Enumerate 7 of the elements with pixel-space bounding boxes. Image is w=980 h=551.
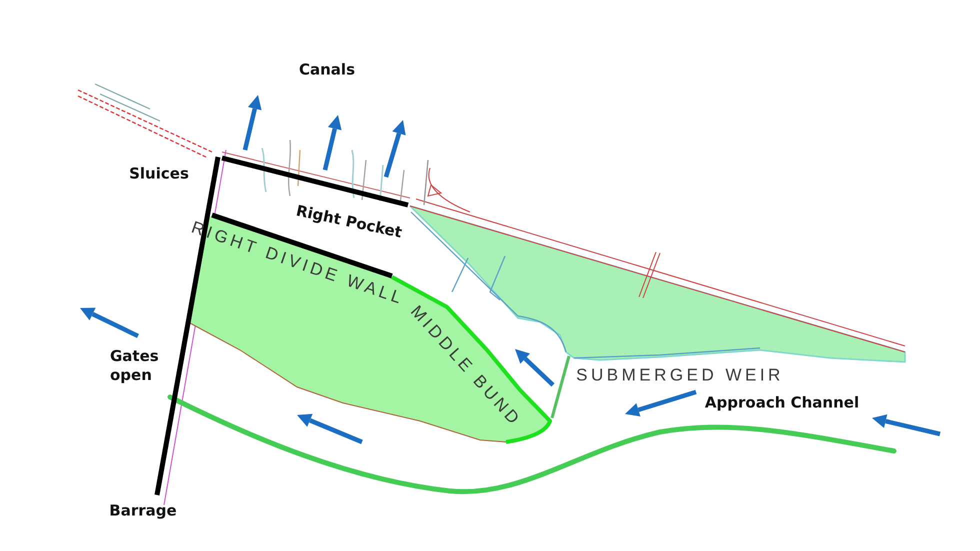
area-label: Right Pocket bbox=[294, 202, 404, 242]
area-label: Approach Channel bbox=[704, 394, 860, 412]
area-label: Canals bbox=[299, 60, 355, 80]
structure-label: Sluices bbox=[129, 164, 189, 184]
structure-label: Barrage bbox=[109, 502, 177, 520]
plan-label: SUBMERGED WEIR bbox=[576, 366, 784, 384]
note-label: Gates open bbox=[110, 347, 160, 385]
